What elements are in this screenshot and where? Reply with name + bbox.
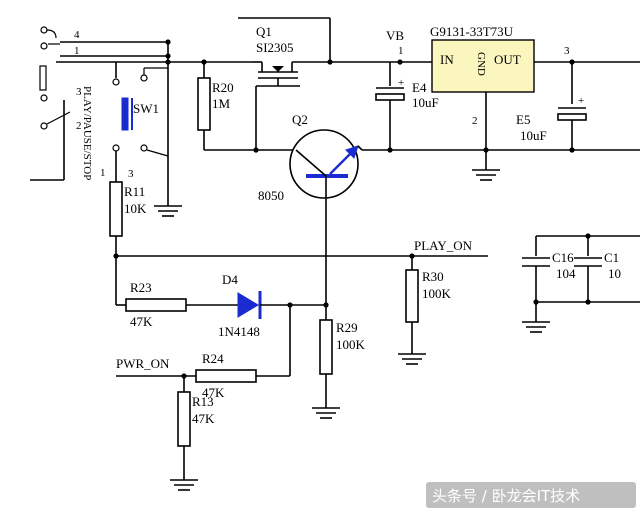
d4-part: 1N4148: [218, 324, 260, 339]
ground-symbol: [170, 479, 198, 491]
r11-value: 10K: [124, 201, 147, 216]
e4-ref: E4: [412, 80, 427, 95]
sw1-ref: SW1: [133, 101, 159, 116]
r13-resistor: [177, 391, 191, 447]
ground-symbol: [312, 407, 340, 419]
regulator-ic: [431, 39, 535, 93]
r11-ref: R11: [124, 184, 145, 199]
regulator-part: G9131-33T73U: [430, 24, 514, 39]
ground-symbol: [398, 353, 426, 365]
r20-value: 1M: [212, 96, 231, 111]
sw1-switch: [112, 62, 169, 182]
regulator-pin-out: 3: [564, 45, 570, 57]
r13-value: 47K: [192, 411, 215, 426]
r11-resistor: [109, 181, 123, 237]
q1-ref: Q1: [256, 24, 272, 39]
svg-text:+: +: [578, 95, 584, 107]
watermark-text: 头条号 / 卧龙会IT技术: [432, 487, 580, 505]
r23-ref: R23: [130, 280, 152, 295]
ground-symbol: [472, 169, 500, 181]
r30-ref: R30: [422, 269, 444, 284]
q1-mosfet: [238, 17, 400, 150]
d4-ref: D4: [222, 272, 238, 287]
r23-value: 47K: [130, 314, 153, 329]
connector-pin-3: 3: [76, 86, 82, 98]
r24-ref: R24: [202, 351, 224, 366]
regulator-in-pin: IN: [440, 52, 454, 67]
audio-jack: [30, 26, 71, 181]
r13-ref: R13: [192, 394, 214, 409]
r20-ref: R20: [212, 80, 234, 95]
sw1-function-label: PLAY/PAUSE/STOP: [81, 86, 93, 180]
r20-resistor: [197, 77, 211, 131]
c16-value: 104: [556, 266, 576, 281]
c16-ref: C16: [552, 250, 574, 265]
e4-value: 10uF: [412, 95, 439, 110]
r30-value: 100K: [422, 286, 452, 301]
ground-symbol: [522, 321, 550, 333]
connector-pin-1: 1: [74, 45, 80, 57]
q2-part: 8050: [258, 188, 284, 203]
regulator-pin-gnd: 2: [472, 115, 478, 127]
regulator-out-pin: OUT: [494, 52, 521, 67]
vb-net-label: VB: [386, 28, 404, 43]
q2-transistor: [289, 129, 363, 199]
e5-ref: E5: [516, 112, 530, 127]
play-on-net-label: PLAY_ON: [414, 238, 473, 253]
e5-value: 10uF: [520, 128, 547, 143]
connector-pin-4: 4: [74, 29, 80, 41]
r24-value: 47K: [202, 385, 225, 400]
q2-ref: Q2: [292, 112, 308, 127]
regulator-gnd-pin: GND: [475, 52, 487, 76]
c17-ref: C1: [604, 250, 619, 265]
regulator-pin-in: 1: [398, 45, 404, 57]
r24-resistor: [195, 369, 257, 383]
r29-ref: R29: [336, 320, 358, 335]
r29-resistor: [319, 319, 333, 375]
r29-value: 100K: [336, 337, 366, 352]
pwr-on-net-label: PWR_ON: [116, 356, 170, 371]
connector-pin-2: 2: [76, 120, 82, 132]
r30-resistor: [405, 269, 419, 323]
ground-symbol: [154, 156, 182, 217]
watermark-background: [426, 482, 636, 508]
c17-value: 10: [608, 266, 621, 281]
d4-diode: [237, 291, 262, 319]
r23-resistor: [125, 298, 187, 312]
sw1-pin-3: 3: [128, 168, 134, 180]
svg-text:+: +: [398, 77, 404, 89]
sw1-pin-1: 1: [100, 167, 106, 179]
q1-part: SI2305: [256, 40, 294, 55]
